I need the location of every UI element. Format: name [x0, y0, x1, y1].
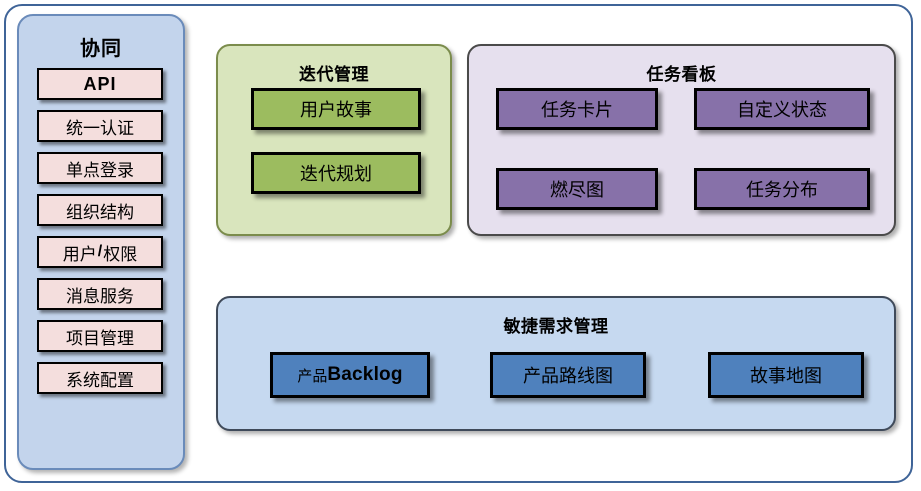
agile-requirement-management-title: 敏捷需求管理 [503, 317, 609, 336]
chip-label: 自定义状态 [737, 100, 827, 120]
sidebar-item-unified-auth[interactable]: 统一认证 [37, 110, 163, 142]
iteration-management-title: 迭代管理 [299, 65, 369, 84]
sidebar-item-label: 单点登录 [66, 160, 134, 180]
chip-label-en: Backlog [327, 364, 403, 385]
chip-burndown-chart[interactable]: 燃尽图 [496, 168, 658, 210]
chip-task-distribution[interactable]: 任务分布 [694, 168, 870, 210]
sidebar-item-label: 系统配置 [66, 370, 134, 390]
chip-custom-status[interactable]: 自定义状态 [694, 88, 870, 130]
sidebar-item-label-after: 权限 [103, 244, 138, 264]
chip-user-story[interactable]: 用户故事 [251, 88, 421, 130]
chip-task-card[interactable]: 任务卡片 [496, 88, 658, 130]
chip-label: 故事地图 [750, 366, 822, 386]
sidebar-item-project-management[interactable]: 项目管理 [37, 320, 163, 352]
chip-label: 迭代规划 [300, 164, 372, 184]
sidebar-item-list: API 统一认证 单点登录 组织结构 用户/权限 消息服务 项目管理 系统配置 [37, 68, 167, 404]
chip-iteration-planning[interactable]: 迭代规划 [251, 152, 421, 194]
collaboration-sidebar-panel: 协同 API 统一认证 单点登录 组织结构 用户/权限 消息服务 项目管理 [17, 14, 185, 470]
sidebar-item-label: 用户 [62, 244, 97, 264]
iteration-management-panel: 迭代管理 用户故事 迭代规划 [216, 44, 452, 236]
sidebar-title: 协同 [80, 38, 122, 60]
sidebar-item-label: 项目管理 [66, 328, 134, 348]
chip-label: 产品路线图 [523, 366, 613, 386]
sidebar-item-slash: / [97, 243, 103, 260]
chip-label-cn: 产品 [297, 368, 328, 385]
chip-product-roadmap[interactable]: 产品路线图 [490, 352, 646, 398]
task-board-title: 任务看板 [646, 65, 717, 84]
outer-frame [4, 4, 913, 483]
sidebar-item-org-structure[interactable]: 组织结构 [37, 194, 163, 226]
chip-label: 用户故事 [300, 100, 372, 120]
chip-label: 任务分布 [746, 180, 818, 200]
sidebar-item-system-config[interactable]: 系统配置 [37, 362, 163, 394]
chip-label: 任务卡片 [541, 100, 613, 120]
sidebar-item-label: 组织结构 [66, 202, 134, 222]
sidebar-item-label: 消息服务 [66, 286, 134, 306]
chip-label: 燃尽图 [550, 180, 604, 200]
sidebar-item-api[interactable]: API [37, 68, 163, 100]
sidebar-item-label: 统一认证 [66, 118, 134, 138]
sidebar-item-single-sign-on[interactable]: 单点登录 [37, 152, 163, 184]
sidebar-item-label: API [83, 73, 117, 94]
chip-story-map[interactable]: 故事地图 [708, 352, 864, 398]
task-board-panel: 任务看板 任务卡片 自定义状态 燃尽图 任务分布 [467, 44, 896, 236]
sidebar-item-message-service[interactable]: 消息服务 [37, 278, 163, 310]
sidebar-item-user-permission[interactable]: 用户/权限 [37, 236, 163, 268]
